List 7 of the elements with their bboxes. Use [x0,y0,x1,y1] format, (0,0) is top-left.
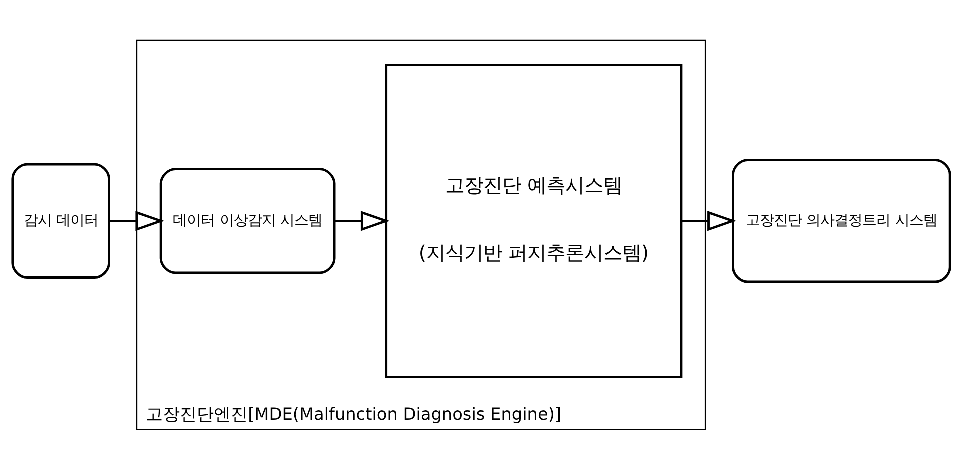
arrow [682,210,736,231]
node-box: 고장진단 예측시스템 (지식기반 퍼지추론시스템) [385,63,683,378]
arrow [109,210,165,231]
node-box: 감시 데이터 [12,162,110,278]
node-box: 고장진단 의사결정트리 시스템 [732,158,952,283]
node-box: 데이터 이상감지 시스템 [160,168,336,274]
arrow [334,210,390,231]
